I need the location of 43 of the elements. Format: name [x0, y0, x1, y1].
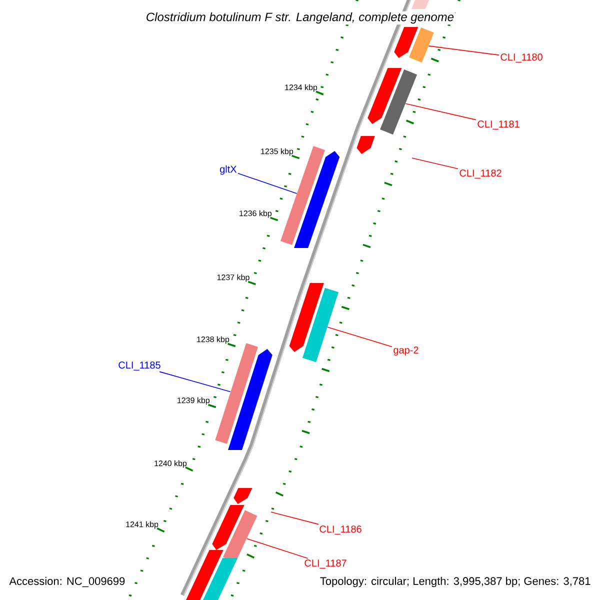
leader-line	[159, 371, 231, 392]
gene-feature	[289, 283, 324, 352]
gene-label: gltX	[220, 165, 237, 175]
gene-bar	[215, 343, 258, 444]
gene-label: CLI_1187	[304, 560, 346, 568]
leader-line	[405, 103, 476, 120]
gene-label: CLI_1182	[460, 170, 502, 178]
gene-label: gap-2	[394, 346, 418, 356]
leader-line	[412, 158, 458, 170]
scale-label: 1234 kbp	[285, 84, 318, 92]
topology-text: Topology: circular; Length: 3,995,387 bp; Genes: 3,781	[320, 576, 590, 588]
gene-bar	[302, 288, 338, 362]
gene-label: CLI_1186	[320, 526, 362, 534]
gene-feature	[394, 27, 418, 58]
scale-label: 1239 kbp	[178, 397, 210, 405]
gene-bar	[280, 146, 326, 246]
leader-line	[246, 538, 308, 559]
gene-bar	[408, 27, 434, 63]
leader-line	[428, 46, 500, 56]
scale-label: 1238 kbp	[197, 336, 230, 344]
gene-feature	[228, 349, 272, 450]
title-text: Clostridium botulinum F str. Langeland, complete genome	[144, 11, 456, 25]
scale-label: 1241 kbp	[126, 521, 158, 529]
gene-feature	[368, 68, 402, 124]
gene-label: CLI_1180	[500, 54, 542, 62]
accession-text: Accession: NC_009699	[9, 576, 125, 588]
gene-feature	[186, 550, 224, 600]
leader-line	[327, 326, 392, 348]
gene-label: CLI_1181	[478, 120, 520, 130]
leader-line	[238, 172, 298, 194]
gene-feature	[212, 505, 244, 550]
gene-feature	[356, 136, 375, 154]
gene-bar	[380, 69, 418, 135]
scale-label: 1240 kbp	[154, 460, 187, 468]
gene-feature	[234, 488, 252, 504]
gene-feature	[203, 558, 238, 600]
scale-label: 1236 kbp	[240, 210, 272, 218]
scale-label: 1235 kbp	[261, 148, 294, 156]
gene-label: CLI_1185	[118, 362, 160, 370]
gene-feature	[411, 0, 430, 9]
scale-label: 1237 kbp	[217, 274, 250, 282]
leader-line	[270, 512, 319, 525]
gene-feature	[294, 151, 340, 248]
